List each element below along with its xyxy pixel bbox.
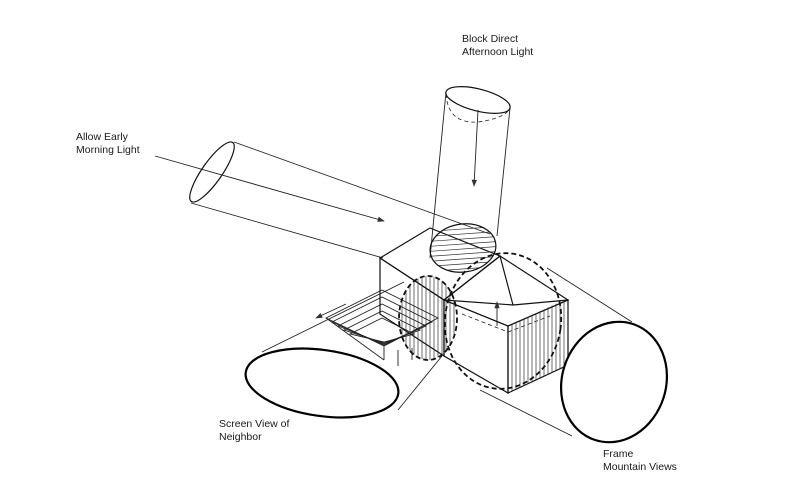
label-screen-view-of-neighbor: Screen View of Neighbor [219,418,289,444]
label-frame-mountain-views: Frame Mountain Views [603,448,677,474]
label-line: Frame [603,448,634,460]
label-allow-early-morning-light: Allow Early Morning Light [76,131,140,157]
mountain-frame-footprint [443,252,563,390]
house-block [378,227,570,395]
mountain-view-cylinder [479,267,633,437]
label-line: Afternoon Light [462,46,534,58]
afternoon-light-footprint [429,223,497,273]
label-line: Allow Early [76,131,128,143]
neighbor-screen-footprint [398,275,458,361]
screen-arrow [315,303,347,319]
label-line: Morning Light [76,144,140,156]
label-line: Screen View of [219,418,290,430]
mountain-view-ellipse [559,320,669,444]
afternoon-shade-hatch [426,225,500,273]
label-line: Neighbor [219,431,262,443]
morning-light-arrow [154,155,385,222]
label-line: Block Direct [462,33,519,45]
neighbor-view-cylinder [244,281,443,419]
afternoon-light-arrow [471,109,479,187]
afternoon-light-cylinder [429,86,511,259]
label-block-direct-afternoon-light: Block Direct Afternoon Light [462,33,533,59]
label-line: Mountain Views [603,461,677,473]
morning-light-cylinder [154,141,491,259]
